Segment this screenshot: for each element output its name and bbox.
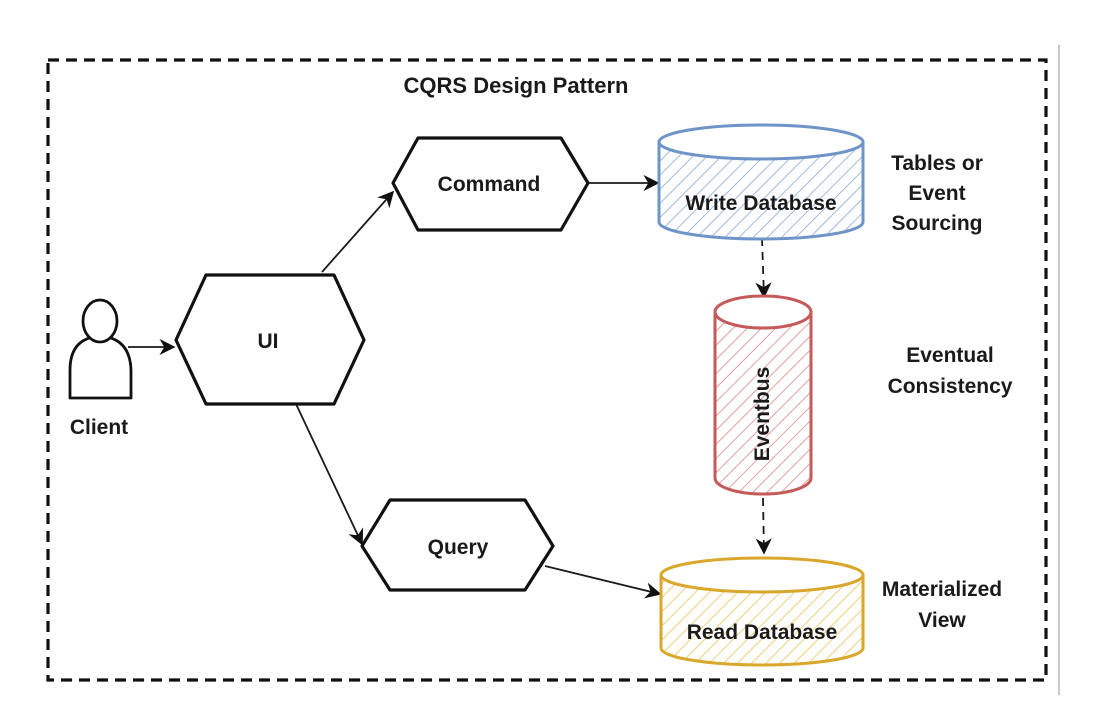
client-user-icon	[68, 298, 133, 400]
ui-label: UI	[258, 330, 279, 353]
read-database-label: Read Database	[687, 621, 838, 644]
edge-ui-query	[295, 403, 364, 546]
read-note-line: Materialized	[882, 578, 1002, 601]
eventbus-label: Eventbus	[751, 367, 774, 462]
edge-eventbus-read	[755, 497, 772, 555]
ui-hexagon	[174, 273, 366, 406]
edge-write-eventbus	[755, 237, 772, 299]
command-label: Command	[438, 173, 541, 196]
write-note-line: Tables or	[891, 152, 983, 175]
read-database-cylinder	[659, 556, 865, 667]
eventbus-note-line: Eventual	[906, 344, 994, 367]
write-note-line: Event	[908, 182, 965, 205]
edge-ui-command	[321, 190, 395, 273]
write-database-cylinder	[657, 123, 865, 241]
write-note: Tables or Event Sourcing	[891, 152, 983, 235]
right-edge-divider	[1058, 45, 1060, 695]
diagram-title: CQRS Design Pattern	[404, 73, 629, 98]
command-hexagon	[391, 136, 590, 232]
client-label: Client	[70, 416, 128, 439]
query-hexagon	[360, 498, 555, 592]
write-note-line: Sourcing	[891, 212, 982, 235]
read-note-line: View	[918, 609, 966, 632]
diagram-frame	[46, 58, 1048, 682]
eventbus-note-line: Consistency	[888, 375, 1013, 398]
write-database-label: Write Database	[685, 192, 836, 215]
eventbus-cylinder	[713, 294, 813, 496]
read-note: Materialized View	[882, 578, 1002, 632]
query-label: Query	[428, 536, 489, 559]
edge-query-read	[544, 565, 662, 599]
eventbus-note: Eventual Consistency	[888, 344, 1013, 398]
